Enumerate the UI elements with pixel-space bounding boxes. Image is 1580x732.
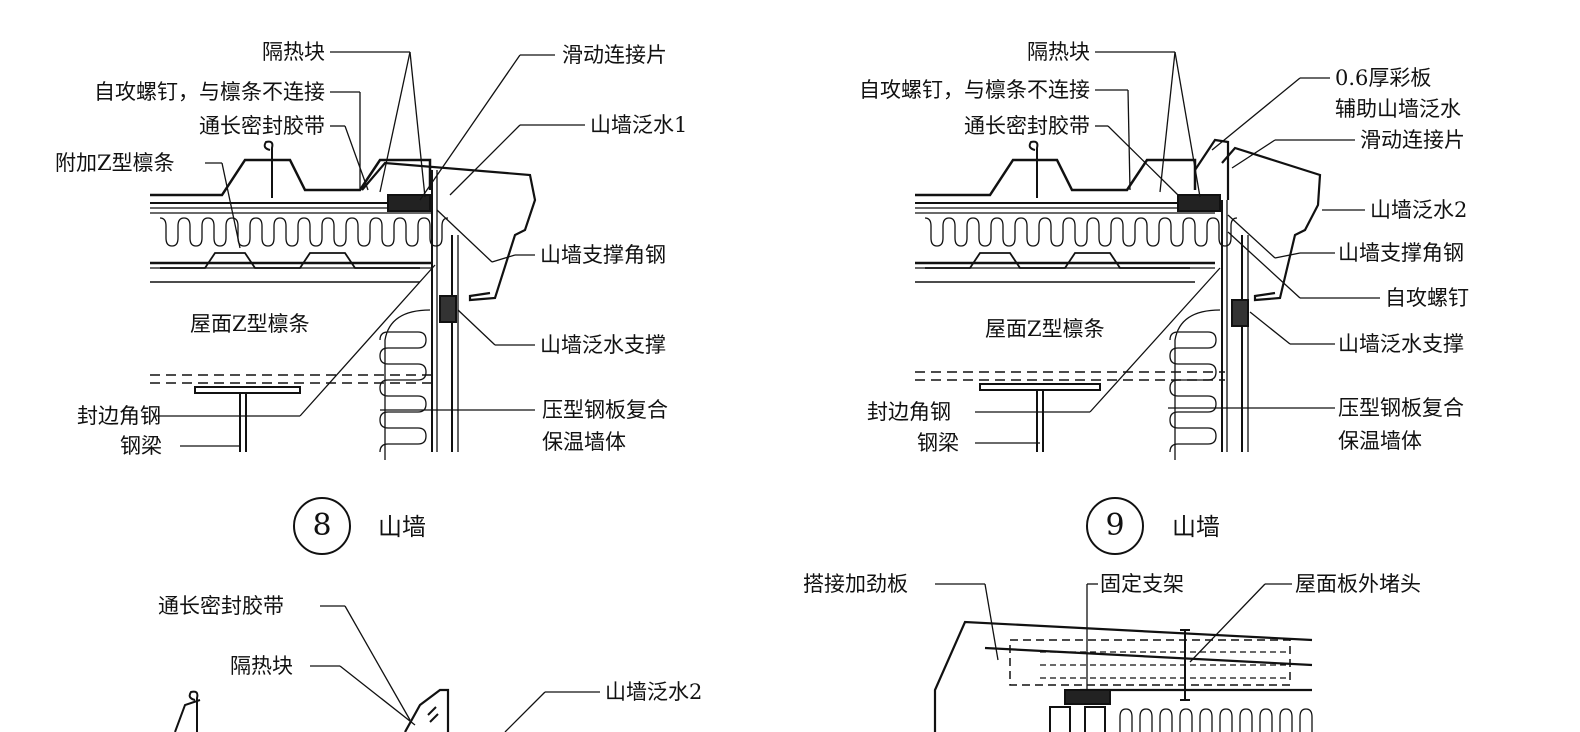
detail-11-drawing	[933, 583, 1313, 732]
label-self-tapping-screw-9: 自攻螺钉	[1385, 286, 1469, 310]
detail-8-drawing	[150, 51, 585, 460]
color-plate-flashing	[1194, 138, 1230, 200]
label-gable-flashing-9: 山墙泛水2	[1370, 198, 1468, 222]
roof-sheet-profile	[150, 158, 432, 197]
label-wall-line2-8: 保温墙体	[542, 430, 626, 454]
fixed-bracket	[1180, 629, 1190, 701]
label-gable-support-angle-9: 山墙支撑角钢	[1338, 241, 1464, 265]
label-insulation-block-9: 隔热块	[1027, 40, 1090, 64]
insulation-block	[387, 194, 431, 212]
label-insulation-block-8: 隔热块	[262, 40, 325, 64]
screw-icon	[263, 140, 274, 198]
insulation-block-9	[1177, 194, 1221, 212]
lap-stiffener-plate	[1009, 639, 1291, 686]
label-wall-line2-9: 保温墙体	[1338, 429, 1422, 453]
label-roof-z-purlin-9: 屋面Z型檩条	[985, 317, 1105, 341]
label-insulation-block-10: 隔热块	[230, 654, 293, 678]
detail-9-drawing	[915, 51, 1380, 460]
liner-profile	[160, 252, 420, 269]
screw-icon-9	[1028, 140, 1039, 198]
wall-insulation-wave	[379, 309, 431, 460]
detail-title-8: 山墙	[378, 513, 426, 541]
label-edge-angle-8: 封边角钢	[77, 404, 161, 428]
screw-icon-10	[174, 690, 201, 732]
gable-flashing-2	[1221, 146, 1322, 302]
label-sliding-clip-8: 滑动连接片	[562, 43, 667, 67]
detail-11-leaders	[935, 583, 1292, 690]
roof-insulation-wave-9	[924, 217, 1238, 247]
label-lap-stiffener-11: 搭接加劲板	[803, 572, 908, 596]
label-gable-flashing-10: 山墙泛水2	[605, 680, 703, 704]
detail-9-leaders	[975, 51, 1380, 444]
label-steel-beam-8: 钢梁	[120, 434, 162, 458]
label-color-plate-line1: 0.6厚彩板	[1335, 66, 1432, 90]
detail-10-drawing	[174, 605, 600, 732]
gable-flashing-1	[361, 161, 537, 302]
detail-title-9: 山墙	[1172, 513, 1220, 541]
detail-number-9: 9	[1086, 497, 1144, 555]
label-gable-support-angle-8: 山墙支撑角钢	[540, 243, 666, 267]
label-edge-angle-9: 封边角钢	[867, 400, 951, 424]
label-wall-line1-9: 压型钢板复合	[1338, 396, 1464, 420]
label-steel-beam-9: 钢梁	[917, 431, 959, 455]
label-extra-z-purlin-8: 附加Z型檩条	[55, 151, 175, 175]
label-flashing-support-8: 山墙泛水支撑	[540, 333, 666, 357]
label-wall-line1-8: 压型钢板复合	[542, 398, 668, 422]
detail-8-leaders	[155, 51, 585, 447]
gable-flashing-partial	[404, 688, 450, 732]
label-sealing-tape-10: 通长密封胶带	[158, 594, 284, 618]
edge-angle-plate-9	[979, 383, 1101, 391]
label-fixed-bracket-11: 固定支架	[1100, 572, 1184, 596]
flashing-support-block	[439, 295, 457, 323]
label-self-tapping-screw-note-9: 自攻螺钉，与檩条不连接	[859, 78, 1090, 102]
closure-block	[1064, 689, 1111, 705]
label-gable-flashing-8: 山墙泛水1	[590, 113, 688, 137]
ridge-cap-outline	[933, 620, 1313, 732]
label-sealing-tape-8: 通长密封胶带	[199, 114, 325, 138]
label-color-plate-line2: 辅助山墙泛水	[1335, 97, 1461, 121]
roof-sheet-profile-9	[915, 158, 1197, 197]
detail-10-leaders	[310, 605, 600, 732]
detail-number-8: 8	[293, 497, 351, 555]
label-sealing-tape-9: 通长密封胶带	[964, 114, 1090, 138]
label-self-tapping-screw-note-8: 自攻螺钉，与檩条不连接	[94, 80, 325, 104]
edge-angle-plate	[194, 386, 301, 394]
roof-insulation-wave	[159, 217, 449, 247]
label-sliding-clip-9: 滑动连接片	[1360, 128, 1465, 152]
label-end-closure-11: 屋面板外堵头	[1295, 572, 1421, 596]
label-roof-z-purlin-8: 屋面Z型檩条	[190, 312, 310, 336]
label-flashing-support-9: 山墙泛水支撑	[1338, 332, 1464, 356]
